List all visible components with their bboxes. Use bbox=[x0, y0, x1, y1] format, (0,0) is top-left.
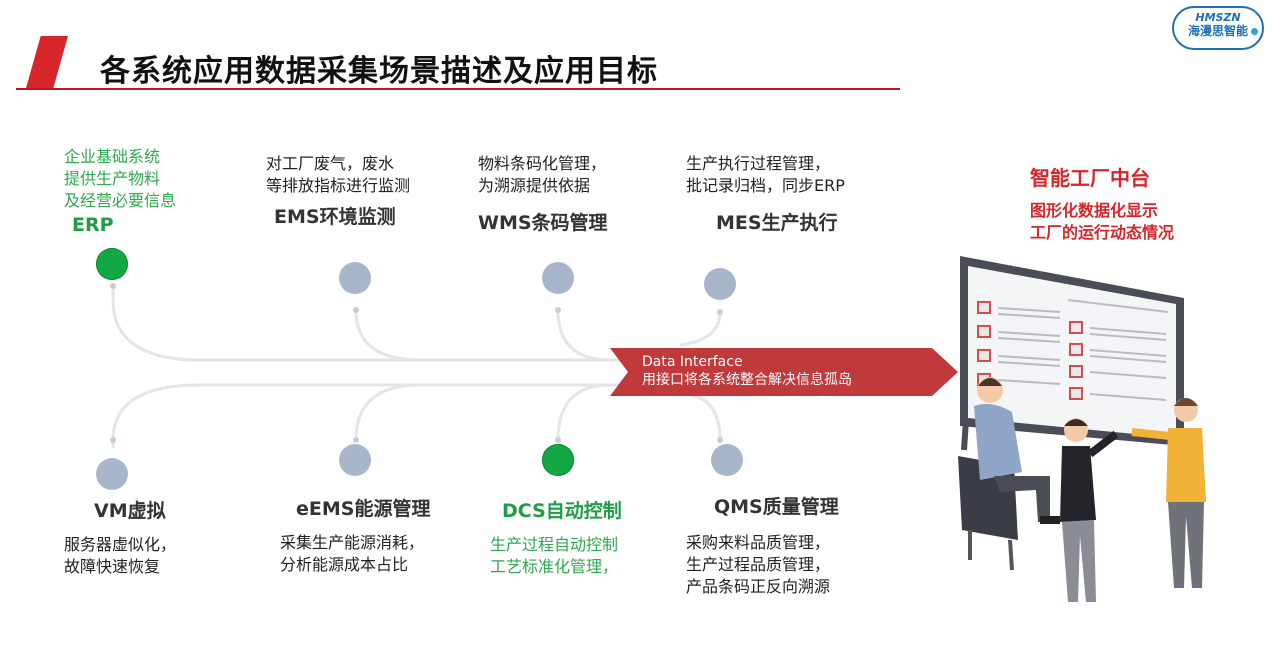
connector-wms bbox=[556, 309, 611, 362]
erp-label: ERP bbox=[72, 214, 114, 236]
connector-qms bbox=[689, 393, 722, 441]
connector-mes bbox=[679, 311, 722, 347]
ems-desc-line: 对工厂废气，废水 bbox=[266, 154, 395, 173]
connector-eems bbox=[354, 383, 421, 441]
page-title: 各系统应用数据采集场景描述及应用目标 bbox=[100, 54, 658, 89]
data-interface-title: Data Interface bbox=[642, 354, 743, 370]
erp-node bbox=[96, 248, 128, 280]
platform-desc-line: 工厂的运行动态情况 bbox=[1030, 223, 1175, 242]
wms-desc-line: 为溯源提供依据 bbox=[478, 176, 591, 195]
ems-node bbox=[339, 262, 371, 294]
vm-desc-line: 服务器虚似化， bbox=[64, 535, 177, 554]
eems-desc-line: 分析能源成本占比 bbox=[280, 555, 409, 574]
connector-dcs bbox=[556, 383, 611, 441]
platform-desc-line: 图形化数据化显示 bbox=[1030, 201, 1159, 220]
qms-desc-line: 采购来料品质管理， bbox=[686, 533, 831, 552]
erp-description: 企业基础系统 提供生产物料 及经营必要信息 bbox=[64, 146, 176, 212]
connector-ems bbox=[354, 309, 421, 362]
title-underline bbox=[16, 88, 900, 90]
data-interface-label: Data Interface 用接口将各系统整合解决信息孤岛 bbox=[642, 353, 852, 389]
checklist-board bbox=[960, 256, 1184, 451]
erp-desc-line: 及经营必要信息 bbox=[64, 191, 177, 210]
eems-label: eEMS能源管理 bbox=[296, 498, 431, 520]
wms-description: 物料条码化管理， 为溯源提供依据 bbox=[478, 153, 606, 197]
logo-text-chinese: 海漫思智能 bbox=[1187, 24, 1248, 38]
dcs-description: 生产过程自动控制 工艺标准化管理， bbox=[490, 534, 618, 578]
connector-erp bbox=[111, 286, 640, 362]
platform-description: 图形化数据化显示 工厂的运行动态情况 bbox=[1030, 200, 1174, 244]
vm-description: 服务器虚似化， 故障快速恢复 bbox=[64, 534, 176, 578]
qms-desc-line: 产品条码正反向溯源 bbox=[686, 577, 831, 596]
platform-title: 智能工厂中台 bbox=[1030, 166, 1150, 190]
dcs-node bbox=[542, 444, 574, 476]
logo-dot-icon bbox=[1251, 28, 1258, 35]
wms-desc-line: 物料条码化管理， bbox=[478, 154, 607, 173]
ems-desc-line: 等排放指标进行监测 bbox=[266, 176, 411, 195]
qms-description: 采购来料品质管理， 生产过程品质管理， 产品条码正反向溯源 bbox=[686, 532, 830, 598]
mes-desc-line: 批记录归档，同步ERP bbox=[686, 176, 845, 195]
ems-description: 对工厂废气，废水 等排放指标进行监测 bbox=[266, 153, 410, 197]
mes-desc-line: 生产执行过程管理， bbox=[686, 154, 831, 173]
logo-text-latin: HMSZN bbox=[1195, 11, 1241, 24]
data-interface-arrow bbox=[610, 348, 958, 396]
eems-description: 采集生产能源消耗， 分析能源成本占比 bbox=[280, 532, 424, 576]
connector-vm bbox=[111, 383, 640, 448]
vm-desc-line: 故障快速恢复 bbox=[64, 557, 161, 576]
ems-label: EMS环境监测 bbox=[274, 206, 396, 228]
eems-desc-line: 采集生产能源消耗， bbox=[280, 533, 425, 552]
eems-node bbox=[339, 444, 371, 476]
dcs-label: DCS自动控制 bbox=[502, 500, 622, 522]
mes-description: 生产执行过程管理， 批记录归档，同步ERP bbox=[686, 153, 845, 197]
wms-label: WMS条码管理 bbox=[478, 212, 608, 234]
dcs-desc-line: 生产过程自动控制 bbox=[490, 535, 619, 554]
wms-node bbox=[542, 262, 574, 294]
data-interface-desc: 用接口将各系统整合解决信息孤岛 bbox=[642, 372, 852, 388]
seated-person-figure bbox=[974, 377, 1060, 524]
erp-desc-line: 企业基础系统 bbox=[64, 147, 161, 166]
qms-label: QMS质量管理 bbox=[714, 496, 839, 518]
vm-node bbox=[96, 458, 128, 490]
pointing-person-figure bbox=[1131, 398, 1206, 588]
qms-desc-line: 生产过程品质管理， bbox=[686, 555, 831, 574]
erp-desc-line: 提供生产物料 bbox=[64, 169, 161, 188]
vm-label: VM虚拟 bbox=[94, 500, 166, 522]
mes-node bbox=[704, 268, 736, 300]
dcs-desc-line: 工艺标准化管理， bbox=[490, 557, 619, 576]
team-board-illustration bbox=[958, 256, 1206, 602]
mes-label: MES生产执行 bbox=[716, 212, 838, 234]
qms-node bbox=[711, 444, 743, 476]
standing-person-figure bbox=[1060, 418, 1119, 602]
company-logo: HMSZN 海漫思智能 bbox=[1172, 6, 1264, 50]
